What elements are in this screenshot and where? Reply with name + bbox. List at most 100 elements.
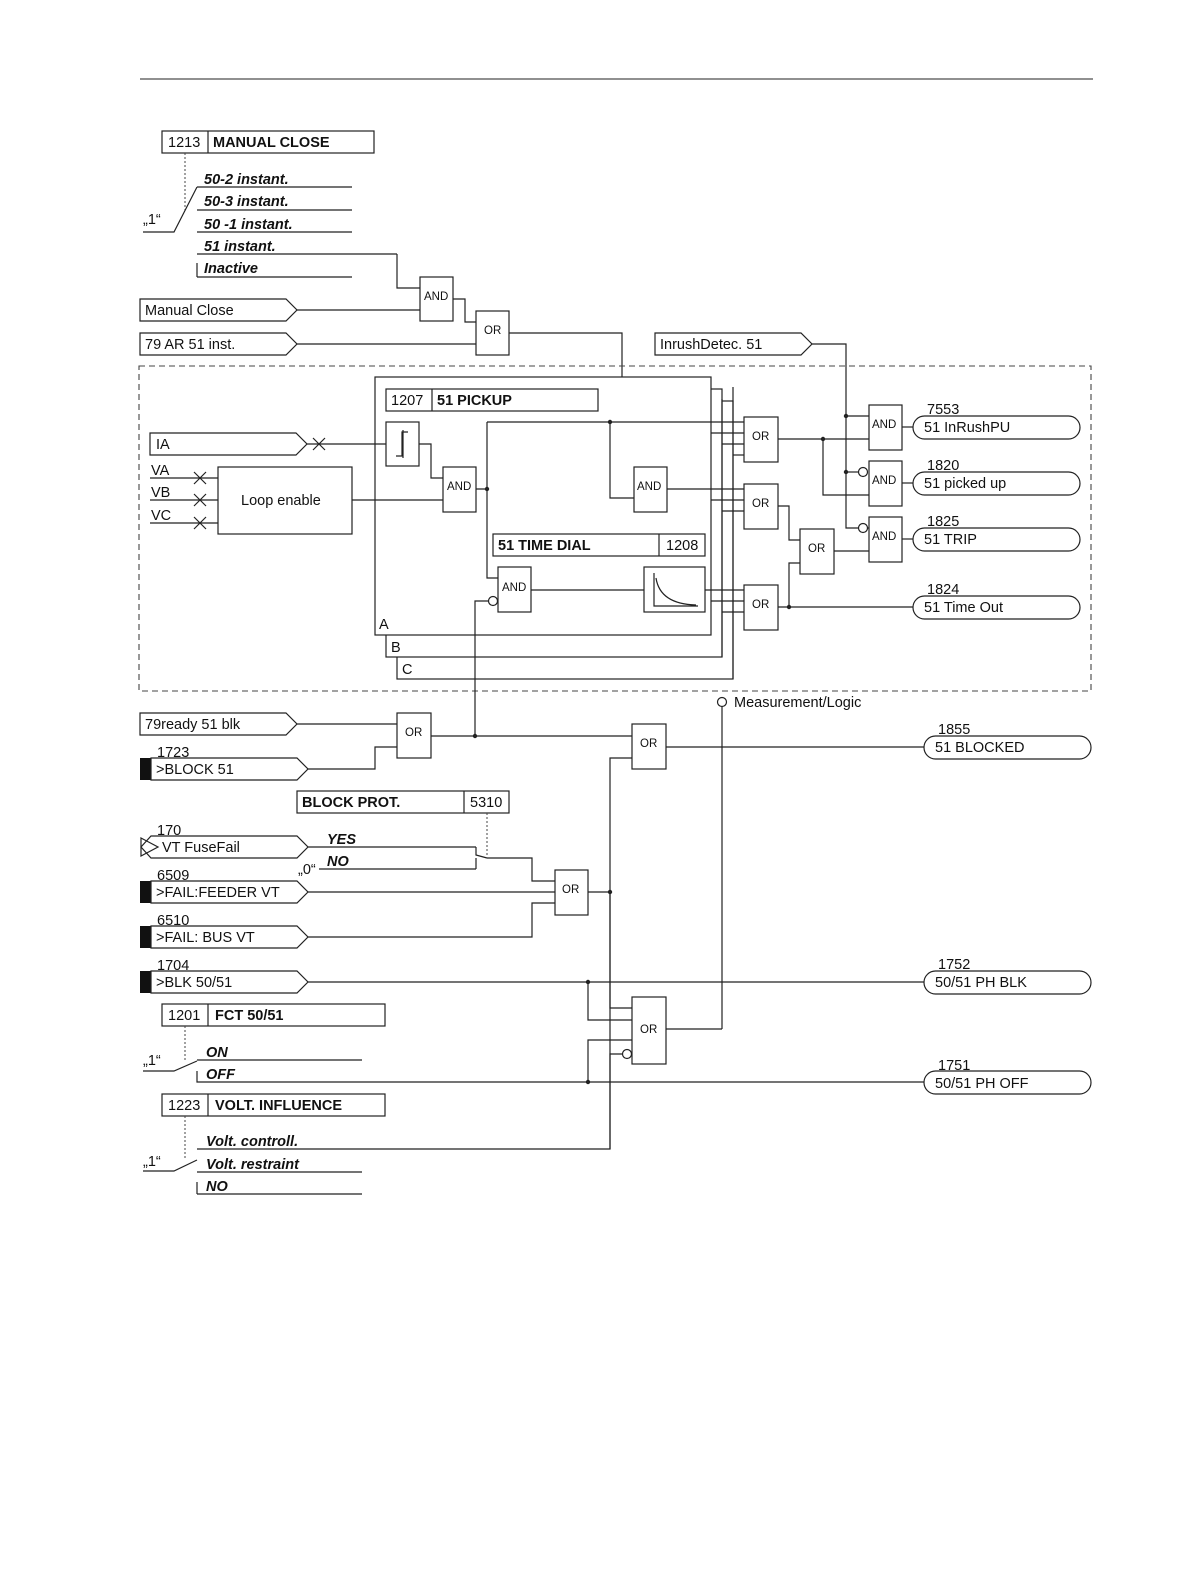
phase-c-label: C	[402, 662, 412, 678]
block-prot-param: BLOCK PROT. 5310	[296, 790, 510, 814]
output-label: 51 picked up	[924, 476, 1006, 492]
output-label: 51 TRIP	[924, 532, 977, 548]
input-79ready-51-blk: 79ready 51 blk	[139, 712, 298, 736]
input-fail-feeder-no: 6509	[157, 868, 189, 884]
time-dial-param-name: 51 TIME DIAL	[498, 538, 591, 554]
or-gate-label: OR	[640, 1024, 657, 1036]
input-ar-51-inst-label: 79 AR 51 inst.	[145, 337, 235, 353]
input-vt-fusefail-no: 170	[157, 823, 181, 839]
output-no: 1820	[927, 458, 959, 474]
manual-close-option-3: 50 -1 instant.	[204, 217, 293, 233]
or-gate-label: OR	[752, 498, 769, 510]
input-vt-fusefail: VT FuseFail	[140, 835, 309, 859]
and-gate-label: AND	[447, 481, 471, 493]
block-prot-default: „0“	[298, 862, 316, 878]
input-fail-feeder-vt: >FAIL:FEEDER VT	[140, 880, 309, 904]
volt-influence-option-1: Volt. controll.	[206, 1134, 298, 1150]
input-ia-label: IA	[156, 437, 170, 453]
loop-enable-block	[217, 466, 353, 535]
input-blk-5051-no: 1704	[157, 958, 189, 974]
cross-marks	[193, 471, 207, 530]
input-vt-fusefail-label: VT FuseFail	[162, 840, 240, 856]
or-gate-label: OR	[640, 738, 657, 750]
input-block-51-no: 1723	[157, 745, 189, 761]
or-gate-label: OR	[405, 727, 422, 739]
threshold-icon	[396, 431, 408, 457]
and-gate-label: AND	[872, 475, 896, 487]
inverse-curve-icon	[653, 573, 698, 607]
fct-option-on: ON	[206, 1045, 228, 1061]
output-51-picked-up: 1820 51 picked up	[912, 458, 1081, 496]
output-label: 50/51 PH BLK	[935, 975, 1027, 991]
output-label: 51 InRushPU	[924, 420, 1010, 436]
pickup-param: 1207 51 PICKUP	[385, 388, 599, 412]
input-manual-close-label: Manual Close	[145, 303, 234, 319]
block-prot-option-yes: YES	[327, 832, 356, 848]
input-ar-51-inst: 79 AR 51 inst.	[139, 332, 298, 356]
input-fail-bus-label: >FAIL: BUS VT	[156, 930, 255, 946]
volt-influence-option-3: NO	[206, 1179, 228, 1195]
and-gate-label: AND	[637, 481, 661, 493]
and-gate-label: AND	[502, 582, 526, 594]
and-gate-manual-close	[419, 276, 454, 322]
fct-param-no: 1201	[168, 1008, 200, 1024]
or-gate-pickup	[743, 416, 779, 463]
input-fail-bus-vt: >FAIL: BUS VT	[140, 925, 309, 949]
pickup-param-no: 1207	[391, 393, 423, 409]
manual-close-default: „1“	[143, 212, 161, 228]
output-label: 51 Time Out	[924, 600, 1003, 616]
or-gate-timeout	[743, 584, 779, 631]
and-gate-pickup	[442, 466, 477, 513]
volt-influence-param-name: VOLT. INFLUENCE	[215, 1098, 342, 1114]
manual-close-option-4: 51 instant.	[204, 239, 276, 255]
or-gate-label: OR	[752, 599, 769, 611]
manual-close-option-1: 50-2 instant.	[204, 172, 289, 188]
and-gate-timer	[497, 566, 532, 613]
output-no: 1751	[938, 1058, 970, 1074]
measurement-logic-label: Measurement/Logic	[734, 695, 861, 711]
or-gate-label: OR	[808, 543, 825, 555]
and-gate-inrush	[633, 466, 668, 513]
output-no: 1855	[938, 722, 970, 738]
input-ia: IA	[149, 432, 308, 456]
manual-close-option-5: Inactive	[204, 261, 258, 277]
loop-enable-label: Loop enable	[241, 493, 321, 509]
or-gate-label: OR	[484, 325, 501, 337]
input-va-label: VA	[151, 463, 170, 479]
manual-close-param: 1213 MANUAL CLOSE „1“ 50-2 instant. 50-3…	[143, 130, 397, 278]
time-dial-param: 51 TIME DIAL 1208	[492, 533, 706, 557]
output-label: 50/51 PH OFF	[935, 1076, 1029, 1092]
input-inrush-label: InrushDetec. 51	[660, 337, 762, 353]
phase-a-label: A	[379, 617, 389, 633]
input-79ready-label: 79ready 51 blk	[145, 717, 241, 733]
or-gate-block-51	[396, 712, 432, 759]
input-blk-50-51: >BLK 50/51	[140, 970, 309, 994]
volt-influence-param-no: 1223	[168, 1098, 200, 1114]
output-no: 7553	[927, 402, 959, 418]
input-block-51: >BLOCK 51	[140, 757, 309, 781]
input-vb-label: VB	[151, 485, 170, 501]
or-gate-vt-fail	[554, 869, 589, 916]
and-gate-label: AND	[424, 291, 448, 303]
fct-5051-param: 1201 FCT 50/51 „1“ ON OFF	[143, 1003, 924, 1083]
or-gate-manual-close	[475, 310, 510, 356]
output-50-51-ph-off: 1751 50/51 PH OFF	[923, 1058, 1092, 1095]
manual-close-option-2: 50-3 instant.	[204, 194, 289, 210]
or-gate-blocked	[631, 723, 667, 770]
output-51-time-out: 1824 51 Time Out	[912, 582, 1081, 620]
input-inrush-detec: InrushDetec. 51	[654, 332, 813, 356]
input-block-51-label: >BLOCK 51	[156, 762, 234, 778]
and-gate-picked-up	[868, 460, 903, 507]
output-no: 1752	[938, 957, 970, 973]
or-gate-block-logic	[631, 996, 667, 1065]
input-blk-5051-label: >BLK 50/51	[156, 975, 232, 991]
output-51-blocked: 1855 51 BLOCKED	[923, 722, 1092, 760]
or-gate-trip	[743, 483, 779, 530]
fct-param-name: FCT 50/51	[215, 1008, 284, 1024]
output-no: 1824	[927, 582, 959, 598]
block-prot-option-no: NO	[327, 854, 349, 870]
input-fail-bus-no: 6510	[157, 913, 189, 929]
fct-default: „1“	[143, 1053, 161, 1069]
volt-influence-param: 1223 VOLT. INFLUENCE „1“ Volt. controll.…	[143, 1093, 386, 1195]
